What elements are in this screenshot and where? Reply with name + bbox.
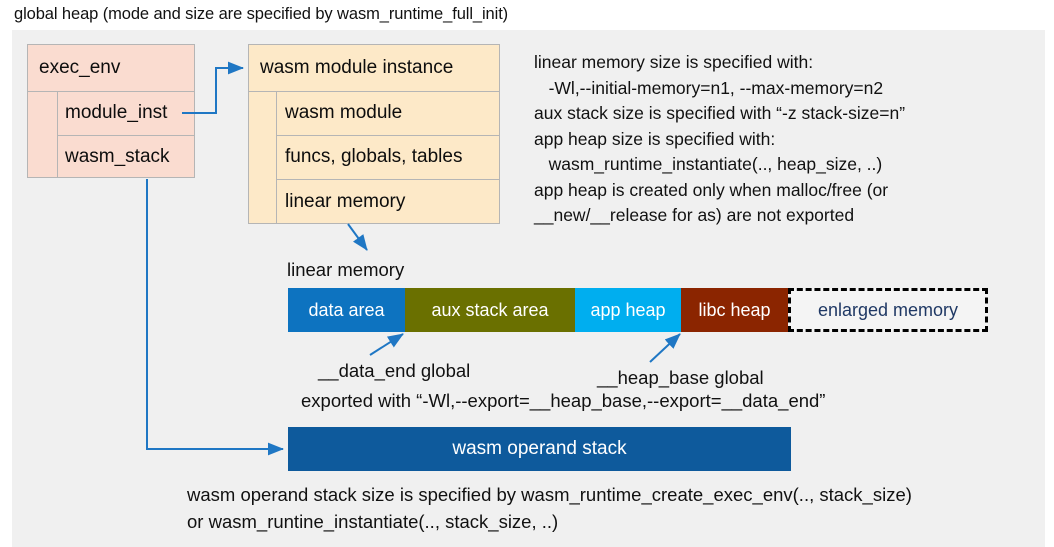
module-instance-box [248,44,500,224]
memory-segment-libc-heap: libc heap [681,288,788,332]
memory-segment-aux-stack-area-label: aux stack area [431,299,549,320]
memory-note-line-7: __new/__release for as) are not exported [534,205,855,225]
exec-env-field-wasm-stack: wasm_stack [57,135,195,178]
exec-env-field-wasm-stack-label: wasm_stack [65,145,170,167]
memory-segment-data-area: data area [288,288,405,332]
wasm-operand-stack-label: wasm operand stack [452,438,627,459]
exec-env-divider-2 [57,135,195,136]
data-end-annotation: __data_end global [318,360,471,381]
memory-notes-text: linear memory size is specified with: -W… [534,50,905,229]
exec-env-field-module-inst-label: module_inst [65,102,168,123]
memory-note-line-4: app heap size is specified with: [534,128,776,149]
exec-env-header: exec_env [27,44,195,91]
module-instance-divider-3 [276,179,500,180]
linear-memory-bar: data area aux stack area app heap libc h… [288,288,988,332]
module-instance-field-funcs-globals-tables-label: funcs, globals, tables [285,146,463,167]
exported-with-annotation: exported with “-Wl,--export=__heap_base,… [301,390,826,411]
module-instance-field-linear-memory: linear memory [276,179,500,224]
memory-note-line-2: -Wl,--initial-memory=n1, --max-memory=n2 [534,77,884,98]
memory-note-line-1: linear memory size is specified with: [534,52,814,72]
exec-env-gutter-line [57,91,58,178]
module-instance-field-linear-memory-label: linear memory [285,190,406,212]
module-instance-header-label: wasm module instance [260,56,454,78]
memory-note-line-5: wasm_runtime_instantiate(.., heap_size, … [534,154,883,174]
linear-memory-caption: linear memory [287,259,405,280]
operand-stack-footnote-line-1: wasm operand stack size is specified by … [187,484,912,505]
memory-note-line-6: app heap is created only when malloc/fre… [534,179,889,200]
exec-env-header-label: exec_env [39,56,121,78]
memory-segment-app-heap-label: app heap [590,299,666,320]
memory-segment-enlarged-memory-label: enlarged memory [817,299,959,320]
module-instance-divider-1 [248,91,500,92]
module-instance-gutter-line [276,91,277,224]
module-instance-header: wasm module instance [248,44,500,91]
module-instance-field-funcs-globals-tables: funcs, globals, tables [276,135,500,179]
wasm-operand-stack-box: wasm operand stack [288,427,791,471]
memory-segment-data-area-label: data area [308,299,385,320]
exec-env-field-module-inst: module_inst [57,91,195,135]
memory-segment-app-heap: app heap [575,288,681,332]
module-instance-field-wasm-module-label: wasm module [285,102,403,123]
operand-stack-footnote: wasm operand stack size is specified by … [187,481,912,535]
page-title: global heap (mode and size are specified… [14,5,509,23]
memory-segment-libc-heap-label: libc heap [698,299,771,320]
heap-base-annotation: __heap_base global [597,367,764,388]
module-instance-divider-2 [276,135,500,136]
operand-stack-footnote-line-2: or wasm_runtine_instantiate(.., stack_si… [187,511,559,532]
memory-segment-enlarged-memory: enlarged memory [788,288,988,332]
memory-segment-aux-stack-area: aux stack area [405,288,575,332]
module-instance-field-wasm-module: wasm module [276,91,500,135]
memory-note-line-3: aux stack size is specified with “-z sta… [534,103,906,123]
exec-env-box [27,44,195,178]
exec-env-divider-1 [27,91,195,92]
